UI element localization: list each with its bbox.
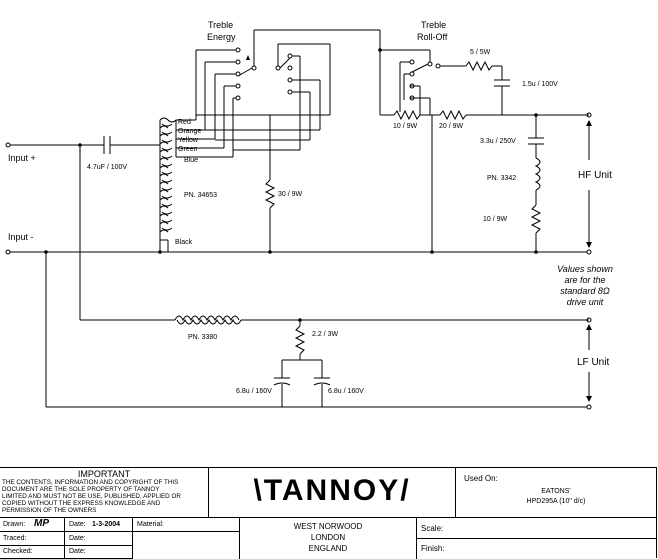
tannoy-logo: \TANNOY/	[253, 474, 411, 507]
important-line-5: PERMISSION OF THE OWNERS	[2, 507, 97, 514]
tap-green-label: Green	[178, 146, 198, 153]
lf-unit-label: LF Unit	[577, 357, 609, 368]
address-line-3: ENGLAND	[308, 544, 348, 553]
important-line-4: COPIED WITHOUT THE EXPRESS KNOWLEDGE AND	[2, 500, 161, 507]
note-line-1: Values shown	[557, 264, 613, 274]
circuit-schematic: Treble Energy Treble Roll-Off Input + In…	[5, 20, 613, 410]
cap68a-label: 6.8u / 160V	[236, 388, 272, 395]
used-on-value-2: HPD295A (10" d/c)	[526, 498, 586, 505]
lf-inductor-branch	[79, 145, 589, 325]
r20-label: 20 / 9W	[439, 123, 464, 130]
treble-energy-label-1: Treble	[208, 20, 233, 30]
note-line-3: standard 8Ω	[560, 286, 610, 296]
lf-inductor-pn-label: PN. 3380	[188, 334, 217, 341]
address-line-1: WEST NORWOOD	[293, 522, 363, 531]
lf-unit-arrow	[586, 324, 592, 402]
lf-shunt-branch	[273, 320, 331, 407]
junction-dots	[44, 48, 538, 322]
note-line-2: are for the	[564, 275, 605, 285]
hf-shunt-branch	[431, 115, 544, 252]
date-label-2: Date:	[69, 535, 86, 542]
cap33-label: 3.3u / 250V	[480, 138, 516, 145]
autotransformer-pn-label: PN. 34653	[184, 192, 217, 199]
drawn-label: Drawn:	[3, 521, 26, 528]
input-plus-wire	[10, 136, 160, 154]
important-heading: IMPORTANT	[77, 469, 131, 479]
cap15-label: 1.5u / 100V	[522, 81, 558, 88]
title-block: IMPORTANT THE CONTENTS, INFORMATION AND …	[0, 467, 657, 559]
input-plus-label: Input +	[8, 153, 36, 163]
traced-label: Traced:	[3, 535, 27, 542]
date-label-3: Date:	[69, 548, 86, 555]
treble-rolloff-label-2: Roll-Off	[417, 32, 448, 42]
r22-label: 2.2 / 3W	[312, 331, 338, 338]
hf-inductor-pn-label: PN. 3342	[487, 175, 516, 182]
r5-label: 5 / 5W	[470, 49, 491, 56]
drawn-value: MP	[34, 518, 49, 529]
important-line-2: DOCUMENT ARE THE SOLE PROPERTY OF TANNOY	[2, 486, 160, 493]
r30-label: 30 / 9W	[278, 191, 303, 198]
date-value: 1-3-2004	[92, 521, 121, 528]
treble-energy-switch	[196, 29, 381, 151]
hf-series-resistors	[380, 109, 589, 121]
tap-wires	[175, 49, 238, 158]
tap-yellow-label: Yellow	[178, 137, 199, 144]
scale-label: Scale:	[421, 524, 444, 533]
note-line-4: drive unit	[567, 297, 604, 307]
treble-energy-label-2: Energy	[207, 32, 236, 42]
treble-rolloff-label-1: Treble	[421, 20, 446, 30]
black-label: Black	[175, 239, 193, 246]
important-line-1: THE CONTENTS, INFORMATION AND COPYRIGHT …	[2, 479, 179, 486]
cap-input-label: 4.7uF / 100V	[87, 164, 127, 171]
checked-label: Checked:	[3, 548, 33, 555]
terminals	[5, 112, 592, 410]
input-minus-label: Input -	[8, 232, 34, 242]
r10b-label: 10 / 9W	[483, 216, 508, 223]
tap-blue-label: Blue	[184, 157, 198, 164]
important-text: THE CONTENTS, INFORMATION AND COPYRIGHT …	[2, 479, 206, 514]
autotransformer-coil	[159, 117, 177, 252]
tap-red-label: Red	[178, 119, 191, 126]
finish-label: Finish:	[421, 544, 445, 553]
cap68b-label: 6.8u / 160V	[328, 388, 364, 395]
hf-unit-label: HF Unit	[578, 170, 612, 181]
address-line-2: LONDON	[310, 533, 346, 542]
treble-rolloff-switch	[380, 49, 510, 115]
tap-orange-label: Orange	[178, 128, 201, 135]
important-line-3: LIMITED AND MUST NOT BE USE, PUBLISHED, …	[2, 493, 181, 500]
resistor-30	[264, 115, 276, 252]
r10a-label: 10 / 9W	[393, 123, 418, 130]
hf-unit-arrow	[586, 120, 592, 248]
used-on-label: Used On:	[464, 474, 498, 483]
material-label: Material:	[137, 521, 164, 528]
used-on-value-1: EATONS'	[541, 488, 571, 495]
date-label-1: Date:	[69, 521, 86, 528]
